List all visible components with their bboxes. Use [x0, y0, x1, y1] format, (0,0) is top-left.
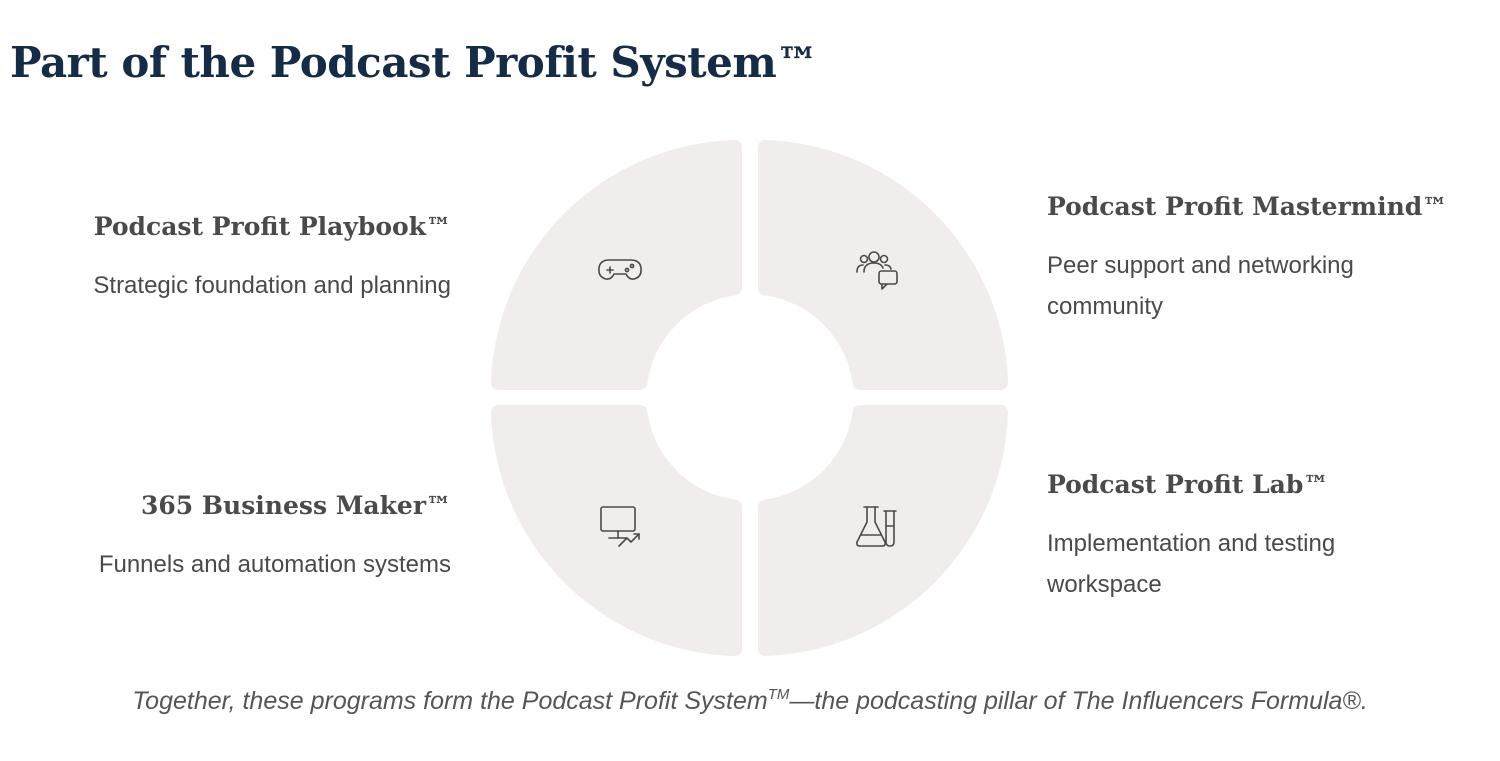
wheel-segment-top-right[interactable] — [758, 140, 1008, 390]
program-description-mastermind: Peer support and networking community — [1047, 252, 1354, 320]
wheel-segment-top-left[interactable] — [491, 140, 742, 390]
gamepad-icon — [597, 246, 643, 292]
program-description-playbook: Strategic foundation and planning — [93, 272, 451, 299]
caption-text-before: Together, these programs form the Podcas… — [132, 687, 768, 715]
program-description-lab: Implementation and testing workspace — [1047, 530, 1336, 598]
program-title-lab: Podcast Profit Lab™ — [1047, 470, 1329, 499]
program-description-business-maker: Funnels and automation systems — [98, 551, 451, 578]
program-title-mastermind: Podcast Profit Mastermind™ — [1047, 192, 1448, 221]
caption-text-after: —the podcasting pillar of The Influencer… — [789, 687, 1368, 715]
monitor-chart-icon — [597, 504, 643, 550]
people-chat-icon — [854, 246, 900, 292]
program-title-business-maker: 365 Business Maker™ — [141, 491, 451, 520]
flask-icon — [854, 504, 900, 550]
program-title-playbook: Podcast Profit Playbook™ — [93, 212, 451, 241]
page-title: Part of the Podcast Profit System™ — [10, 38, 818, 87]
caption-trademark: TM — [767, 686, 790, 703]
summary-caption: Together, these programs form the Podcas… — [0, 686, 1500, 716]
wheel-segment-bottom-right[interactable] — [758, 405, 1008, 656]
